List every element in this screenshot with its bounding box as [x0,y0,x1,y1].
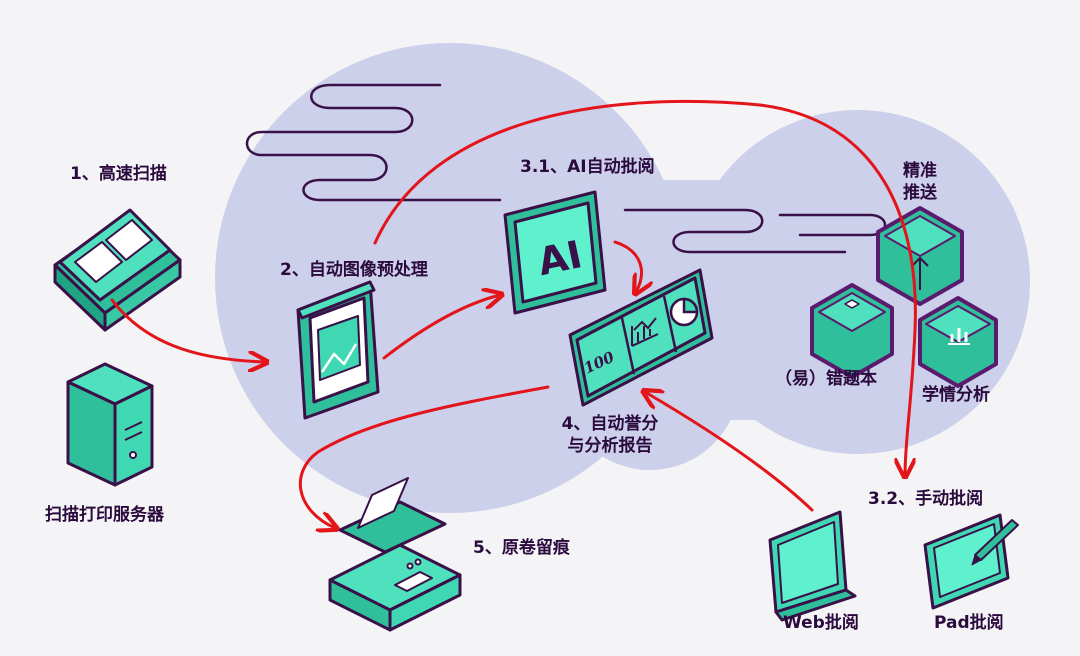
ai-screen-icon [503,190,607,315]
image-icon [296,280,380,420]
label-learning-analysis: 学情分析 [922,385,990,405]
hexagon-bars-icon [918,296,998,388]
label-pad-review: Pad批阅 [934,613,1004,633]
arrow-preprocess-to-ai [382,295,500,360]
label-retain-original: 5、原卷留痕 [473,538,570,558]
arrow-web-to-score [645,392,814,512]
server-tower-icon [66,362,154,487]
label-auto-scoring-line2: 与分析报告 [567,436,653,456]
label-precise-push-line2: 推送 [903,183,937,203]
label-scan-print-server: 扫描打印服务器 [45,505,164,525]
label-web-review: Web批阅 [783,613,859,633]
flow-arrows [110,99,917,528]
label-auto-scoring-line1: 4、自动誉分 [561,414,659,434]
arrow-score-to-printer [298,385,550,528]
label-manual-review: 3.2、手动批阅 [868,489,984,509]
tablet-pen-icon [923,513,1019,610]
arrow-preprocess-to-manual [373,99,917,475]
label-auto-preprocess: 2、自动图像预处理 [280,260,428,280]
label-high-speed-scan: 1、高速扫描 [70,164,167,184]
swirl-lines [245,83,887,254]
arrow-ai-to-score [613,240,641,292]
label-wrong-question-book: （易）错题本 [775,369,877,389]
hexagon-cube-icon [810,283,894,379]
bar-chart-icon [631,317,659,347]
label-auto-scoring: 4、自动誉分 与分析报告 [555,413,665,457]
ai-screen-text: AI [534,232,586,284]
label-precise-push-line1: 精准 [903,161,937,181]
arrow-scan-to-preprocess [110,298,265,362]
monitor-icon [768,510,857,622]
pie-chart-icon [669,297,699,327]
label-precise-push: 精准 推送 [895,160,945,204]
printer-icon [328,477,462,632]
label-ai-review: 3.1、AI自动批阅 [520,157,655,177]
scanner-icon [53,208,182,332]
